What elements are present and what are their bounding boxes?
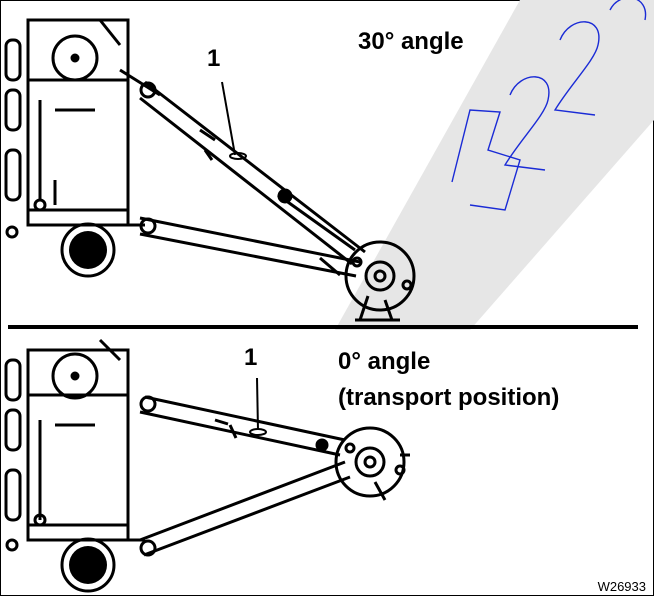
watermark-digits bbox=[451, 0, 647, 211]
top-callout-target bbox=[229, 152, 247, 160]
bottom-callout-target bbox=[249, 428, 267, 436]
watermark-digit-5 bbox=[451, 109, 521, 211]
bottom-lower-arm bbox=[139, 460, 351, 557]
bottom-lower-wheel bbox=[60, 537, 116, 593]
bottom-chassis bbox=[4, 338, 145, 593]
bottom-upper-arm bbox=[139, 395, 346, 457]
figure-id: W26933 bbox=[597, 579, 646, 594]
top-chassis bbox=[4, 18, 161, 278]
top-angle-label: 30° angle bbox=[358, 28, 464, 55]
top-lower-arm bbox=[139, 216, 361, 278]
watermark-digit-partial bbox=[609, 0, 647, 21]
bottom-end-wheel bbox=[334, 426, 410, 501]
bottom-upper-hub bbox=[51, 352, 99, 400]
bottom-angle-sublabel: (transport position) bbox=[338, 384, 560, 411]
top-end-wheel bbox=[344, 240, 416, 322]
bottom-callout-leader bbox=[256, 377, 259, 431]
bottom-angle-label: 0° angle bbox=[338, 348, 431, 375]
top-upper-hub bbox=[51, 34, 99, 82]
top-callout-number: 1 bbox=[207, 45, 221, 72]
top-upper-arm bbox=[139, 80, 366, 266]
bottom-callout-number: 1 bbox=[244, 344, 258, 371]
top-lower-wheel bbox=[60, 222, 116, 278]
panel-divider bbox=[8, 325, 638, 329]
top-callout-leader bbox=[221, 81, 236, 156]
watermark-digit-2b bbox=[553, 21, 600, 116]
watermark-digit-2a bbox=[503, 76, 550, 171]
